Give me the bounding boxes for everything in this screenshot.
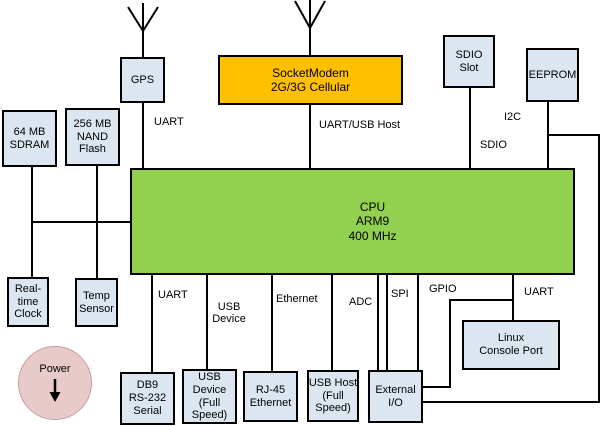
edge-label-line: UART <box>524 286 554 298</box>
label-uart-gps: UART <box>154 116 184 128</box>
node-label-line: Ethernet <box>249 396 292 409</box>
edge-label-line: ADC <box>349 296 373 308</box>
label-sdio: SDIO <box>480 139 507 151</box>
node-label-line: EEPROM <box>528 68 577 81</box>
edge-label-line: USB <box>217 301 241 313</box>
label-gpio: GPIO <box>429 283 457 295</box>
node-label-line: 400 MHz <box>348 228 397 243</box>
node-label-line: Linux <box>497 332 525 345</box>
node-label-line: SDRAM <box>9 138 50 151</box>
node-label-line: 64 MB <box>13 125 46 138</box>
node-label-line: 256 MB <box>73 117 112 130</box>
node-power: Power <box>18 346 92 420</box>
node-label-line: 2G/3G Cellular <box>270 80 351 94</box>
edge-label-line: Device <box>212 313 246 326</box>
edge-label-line: GPIO <box>429 283 457 295</box>
edge-label-line: Ethernet <box>276 293 318 305</box>
node-label-line: USB <box>198 370 221 383</box>
node-label-line: RJ-45 <box>255 383 286 396</box>
cellular-antenna-icon <box>309 0 326 29</box>
label-uart-db9: UART <box>158 289 188 301</box>
label-ethernet: Ethernet <box>276 293 318 305</box>
node-label-line: Speed) <box>315 402 351 415</box>
node-label-line: (Full <box>198 396 221 409</box>
label-uart-console: UART <box>524 286 554 298</box>
gps-antenna-icon <box>142 6 159 32</box>
node-label-line: Power <box>39 363 71 376</box>
node-label-line: Speed) <box>191 409 228 422</box>
node-eeprom: EEPROM <box>526 48 579 102</box>
node-label-line: SDIO <box>455 48 483 61</box>
edge-label-line: SDIO <box>480 139 507 151</box>
node-label-line: GPS <box>130 73 155 86</box>
edge-label-line: UART <box>154 116 184 128</box>
node-label: EEPROM <box>529 69 577 82</box>
node-label-line: Sensor <box>79 302 114 315</box>
label-adc: ADC <box>349 296 372 308</box>
edge-label-line: UART/USB Host <box>319 119 401 131</box>
node-label-line: Temp <box>83 289 110 302</box>
node-gps: GPS <box>120 57 165 103</box>
edge-i2c-bus-to-external-io <box>423 134 600 403</box>
node-label-line: SocketModem <box>272 65 349 80</box>
node-label-line: (Full <box>322 389 344 402</box>
node-label-line: USB Host <box>308 376 358 389</box>
node-label: Power <box>39 363 70 376</box>
node-label-line: ARM9 <box>355 214 390 229</box>
edge-label-line: SPI <box>391 288 409 300</box>
node-label-line: time <box>17 295 39 308</box>
node-label-line: CPU <box>359 200 386 215</box>
node-label-line: RS-232 <box>128 392 167 405</box>
node-label-line: NAND <box>76 130 109 143</box>
label-i2c: I2C <box>504 111 521 123</box>
node-label-line: Flash <box>79 143 106 156</box>
node-label-line: Serial <box>133 404 162 417</box>
down-arrow-icon <box>49 378 61 402</box>
edge-label-line: UART <box>158 289 188 301</box>
edge-label-line: I2C <box>504 111 522 123</box>
node-label-line: Device <box>192 383 227 396</box>
edge-gpio-branch-external-io <box>423 299 513 388</box>
node-label-line: I/O <box>388 396 403 409</box>
label-spi: SPI <box>391 288 409 300</box>
node-label: GPS <box>131 74 154 87</box>
node-label-line: Console Port <box>479 345 543 357</box>
cellular-antenna-icon <box>294 0 311 29</box>
node-label-line: Clock <box>14 308 42 321</box>
node-label-line: DB9 <box>136 379 159 392</box>
node-label-line: Real- <box>14 282 42 295</box>
node-label-line: External <box>375 383 416 396</box>
node-label-line: Slot <box>459 61 479 74</box>
gps-antenna-icon <box>127 6 144 32</box>
label-uart-usb-host: UART/USB Host <box>319 119 400 131</box>
